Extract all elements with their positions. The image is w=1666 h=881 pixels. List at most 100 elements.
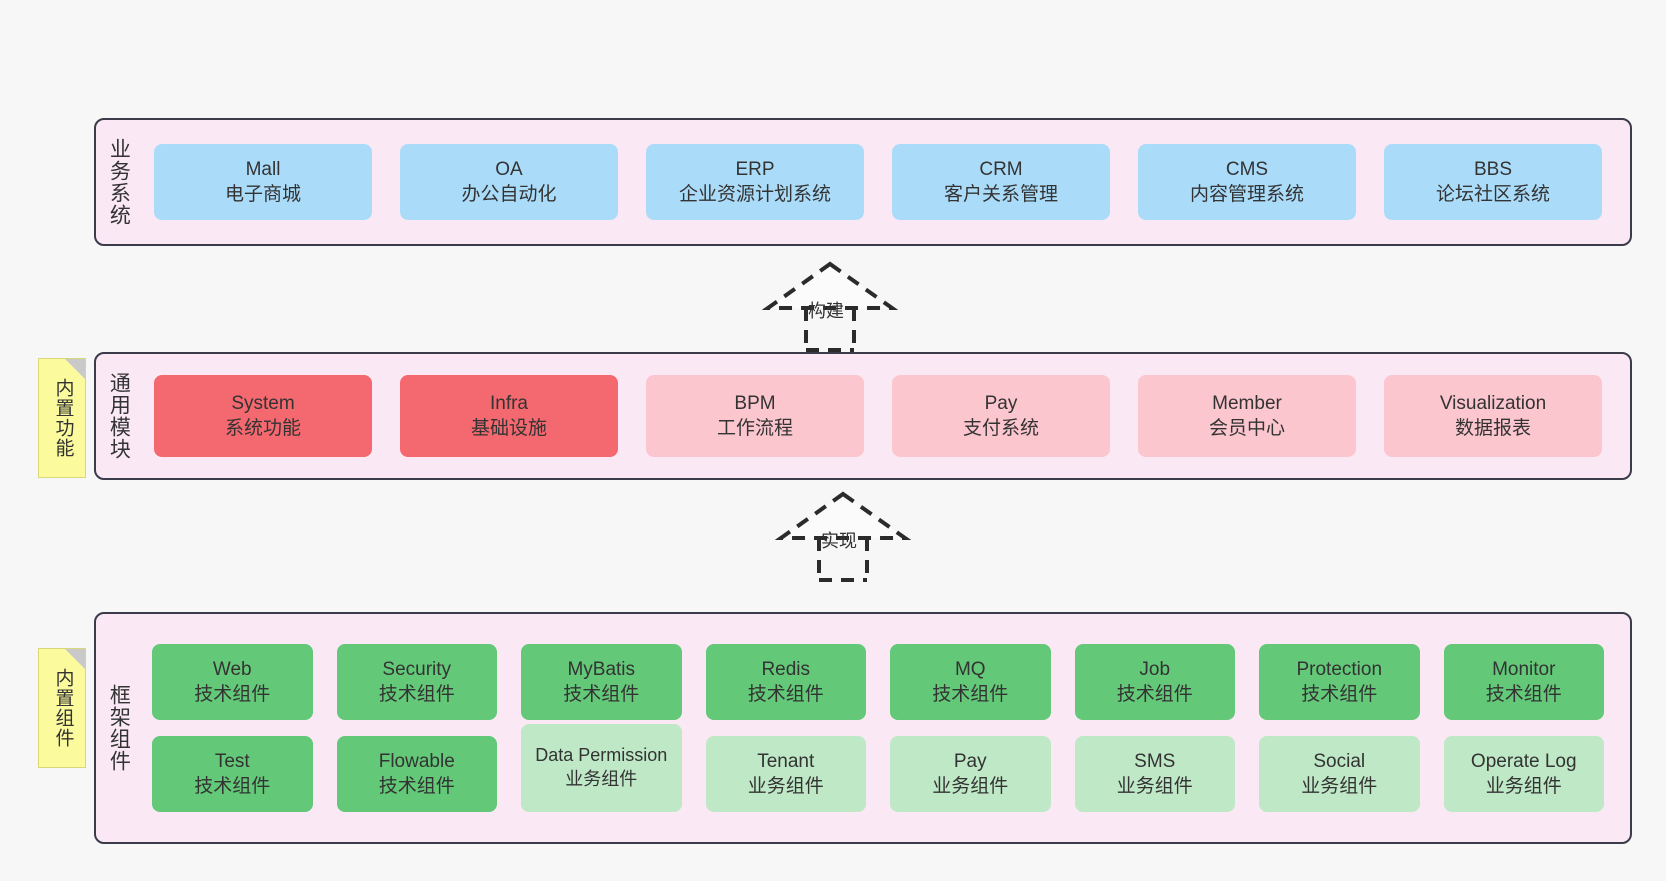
card-name: Operate Log — [1470, 750, 1577, 772]
card-description: 业务组件 — [932, 776, 1009, 797]
card-description: 业务组件 — [1116, 776, 1193, 797]
card-name: Protection — [1296, 658, 1383, 680]
card-description: 技术组件 — [1485, 684, 1562, 705]
card-name: Security — [382, 658, 452, 680]
card-description: 论坛社区系统 — [1435, 184, 1550, 205]
card-pay[interactable]: Pay 支付系统 — [892, 375, 1110, 457]
card-description: 技术组件 — [1116, 684, 1193, 705]
layer-title-common-modules: 通用模块 — [107, 372, 131, 460]
card-description: 基础设施 — [470, 418, 547, 439]
card-name: MQ — [954, 658, 986, 680]
card-name: Flowable — [378, 750, 455, 772]
card-mq[interactable]: MQ 技术组件 — [890, 644, 1051, 720]
card-security[interactable]: Security 技术组件 — [336, 644, 497, 720]
card-description: 业务组件 — [747, 776, 824, 797]
connector-build-arrow — [761, 261, 899, 352]
card-description: 数据报表 — [1454, 418, 1531, 439]
card-name: Social — [1313, 750, 1366, 772]
card-visualization[interactable]: Visualization 数据报表 — [1384, 375, 1602, 457]
connector-implement-label: 实现 — [821, 531, 857, 551]
card-name: CMS — [1225, 158, 1269, 180]
card-flowable[interactable]: Flowable 技术组件 — [336, 736, 497, 812]
note-fold-corner-icon — [65, 649, 85, 669]
card-name: MyBatis — [567, 658, 636, 680]
note-builtin-features: 内置功能 — [38, 358, 86, 478]
layer-title-framework-components: 框架组件 — [107, 684, 131, 772]
layer-title-business-systems: 业务系统 — [107, 138, 131, 226]
card-description: 技术组件 — [378, 684, 455, 705]
card-description: 技术组件 — [932, 684, 1009, 705]
connector-implement-arrow — [774, 491, 912, 582]
card-description: 技术组件 — [747, 684, 824, 705]
card-oa[interactable]: OA 办公自动化 — [400, 144, 618, 220]
card-name: Redis — [761, 658, 811, 680]
card-name: System — [231, 392, 295, 414]
card-mall[interactable]: Mall 电子商城 — [154, 144, 372, 220]
card-description: 业务组件 — [565, 769, 638, 789]
connector-implement: 实现 — [773, 491, 913, 582]
card-name: Monitor — [1492, 658, 1556, 680]
card-pay[interactable]: Pay 业务组件 — [890, 736, 1051, 812]
card-description: 系统功能 — [224, 418, 301, 439]
card-name: Pay — [953, 750, 987, 772]
card-name: Job — [1139, 658, 1171, 680]
note-builtin-components-label: 内置组件 — [52, 668, 74, 748]
card-description: 技术组件 — [194, 684, 271, 705]
card-name: Infra — [489, 392, 529, 414]
card-description: 会员中心 — [1208, 418, 1285, 439]
card-crm[interactable]: CRM 客户关系管理 — [892, 144, 1110, 220]
card-description: 业务组件 — [1301, 776, 1378, 797]
card-description: 业务组件 — [1485, 776, 1562, 797]
connector-build: 构建 — [760, 261, 900, 352]
card-name: Visualization — [1439, 392, 1547, 414]
note-builtin-features-label: 内置功能 — [52, 378, 74, 458]
card-redis[interactable]: Redis 技术组件 — [705, 644, 866, 720]
card-operate-log[interactable]: Operate Log 业务组件 — [1443, 736, 1604, 812]
card-description: 技术组件 — [194, 776, 271, 797]
card-description: 技术组件 — [378, 776, 455, 797]
card-web[interactable]: Web 技术组件 — [152, 644, 313, 720]
connector-build-label: 构建 — [808, 301, 844, 321]
card-name: SMS — [1134, 750, 1176, 772]
card-description: 客户关系管理 — [943, 184, 1058, 205]
card-mybatis[interactable]: MyBatis 技术组件 — [521, 644, 682, 720]
note-fold-corner-icon — [65, 359, 85, 379]
card-name: ERP — [735, 158, 775, 180]
card-description: 技术组件 — [563, 684, 640, 705]
card-job[interactable]: Job 技术组件 — [1074, 644, 1235, 720]
card-description: 办公自动化 — [461, 184, 557, 205]
note-builtin-components: 内置组件 — [38, 648, 86, 768]
card-description: 工作流程 — [716, 418, 793, 439]
card-name: CRM — [979, 158, 1023, 180]
card-name: Mall — [245, 158, 281, 180]
card-description: 支付系统 — [962, 418, 1039, 439]
card-name: OA — [495, 158, 523, 180]
card-name: Pay — [984, 392, 1018, 414]
card-description: 内容管理系统 — [1189, 184, 1304, 205]
card-sms[interactable]: SMS 业务组件 — [1074, 736, 1235, 812]
card-monitor[interactable]: Monitor 技术组件 — [1443, 644, 1604, 720]
card-cms[interactable]: CMS 内容管理系统 — [1138, 144, 1356, 220]
card-system[interactable]: System 系统功能 — [154, 375, 372, 457]
card-infra[interactable]: Infra 基础设施 — [400, 375, 618, 457]
card-description: 电子商城 — [224, 184, 301, 205]
card-social[interactable]: Social 业务组件 — [1259, 736, 1420, 812]
card-name: Web — [212, 658, 252, 680]
